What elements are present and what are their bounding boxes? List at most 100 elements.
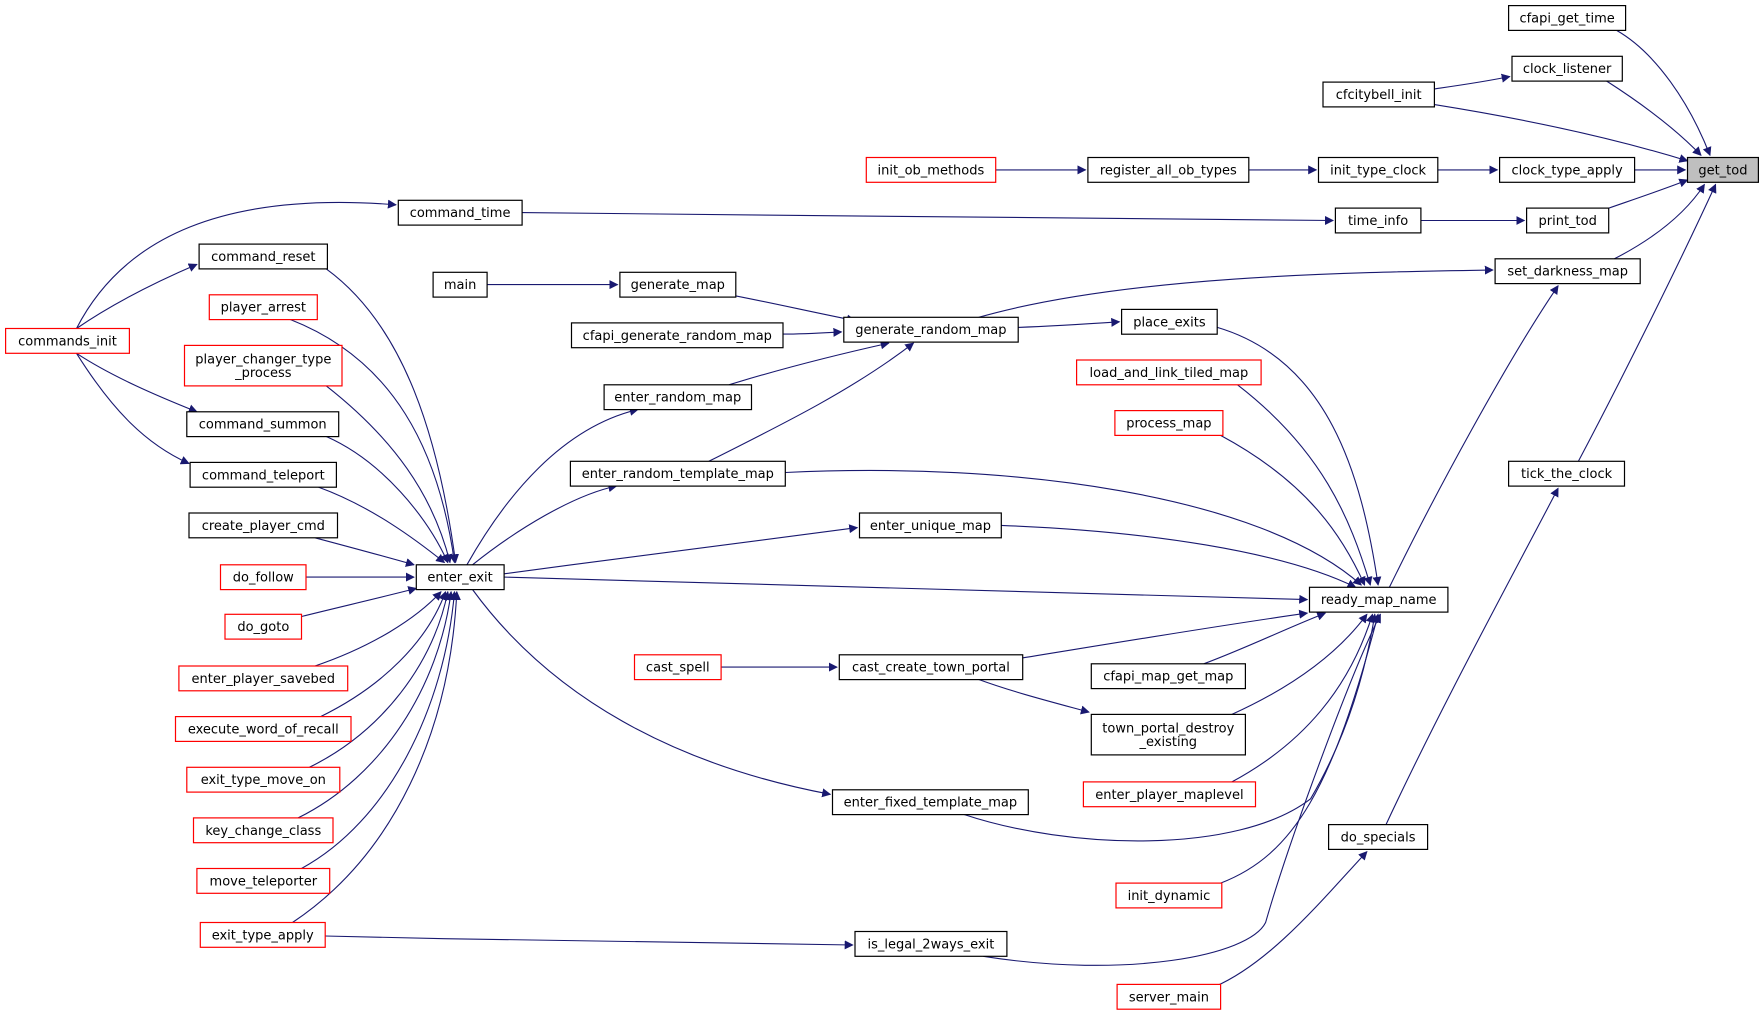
- node-command-reset[interactable]: command_reset: [198, 243, 329, 270]
- node-label: do_follow: [233, 571, 294, 586]
- node-print-tod[interactable]: print_tod: [1525, 207, 1610, 234]
- node-player-changer-type-process[interactable]: player_changer_type_process: [183, 344, 343, 387]
- node-box: [1686, 156, 1760, 183]
- node-box: [1087, 156, 1250, 183]
- edge-enter_exit-to-enter_random_template_map: [472, 483, 618, 566]
- edge-commands_init-to-command_summon: [76, 352, 198, 413]
- node-label: print_tod: [1539, 214, 1597, 229]
- node-label: enter_random_map: [614, 391, 741, 406]
- node-command-summon[interactable]: command_summon: [186, 411, 340, 438]
- node-town-portal-destroy-existing[interactable]: town_portal_destroy_existing: [1090, 713, 1247, 756]
- node-box: [199, 921, 326, 948]
- node-clock-type-apply[interactable]: clock_type_apply: [1498, 156, 1636, 183]
- edge-generate_random_map-to-place_exits: [1018, 317, 1121, 328]
- node-enter-player-maplevel[interactable]: enter_player_maplevel: [1082, 781, 1257, 808]
- node-box: [1494, 258, 1641, 285]
- node-command-teleport[interactable]: command_teleport: [189, 461, 338, 488]
- node-enter-fixed-template-map[interactable]: enter_fixed_template_map: [831, 789, 1029, 816]
- node-box: [1525, 207, 1610, 234]
- node-cast-spell[interactable]: cast_spell: [633, 654, 722, 681]
- node-enter-player-savebed[interactable]: enter_player_savebed: [178, 665, 349, 692]
- node-label: _process: [234, 366, 292, 381]
- node-register-all-ob-types[interactable]: register_all_ob_types: [1087, 156, 1250, 183]
- node-main[interactable]: main: [432, 271, 488, 298]
- edge-exit_type_apply-to-is_legal_2ways_exit: [325, 935, 854, 950]
- node-cast-create-town-portal[interactable]: cast_create_town_portal: [838, 654, 1024, 681]
- node-box: [865, 156, 997, 183]
- node-player-arrest[interactable]: player_arrest: [208, 294, 318, 321]
- node-box: [570, 322, 784, 349]
- node-box: [831, 789, 1029, 816]
- node-time-info[interactable]: time_info: [1334, 207, 1422, 234]
- node-box: [1090, 663, 1247, 690]
- node-load-and-link-tiled-map[interactable]: load_and_link_tiled_map: [1075, 359, 1262, 386]
- node-commands-init[interactable]: commands_init: [4, 327, 131, 354]
- node-generate-random-map[interactable]: generate_random_map: [843, 316, 1019, 343]
- node-init-dynamic[interactable]: init_dynamic: [1115, 882, 1223, 909]
- node-box: [1322, 81, 1436, 108]
- edge-commands_init-to-command_reset: [76, 263, 198, 329]
- node-do-goto[interactable]: do_goto: [224, 613, 303, 640]
- node-label: cfapi_map_get_map: [1103, 670, 1233, 685]
- node-box: [397, 199, 523, 226]
- node-cfcitybell-init[interactable]: cfcitybell_init: [1322, 81, 1436, 108]
- node-box: [1498, 156, 1636, 183]
- edge-move_teleporter-to-enter_exit: [301, 590, 459, 869]
- node-process-map[interactable]: process_map: [1114, 410, 1224, 437]
- edge-enter_fixed_template_map-to-ready_map_name: [963, 613, 1378, 842]
- edge-cfapi_generate_random_map-to-generate_random_map: [782, 327, 843, 337]
- node-box: [1308, 586, 1449, 613]
- node-execute-word-of-recall[interactable]: execute_word_of_recall: [174, 715, 352, 742]
- node-init-ob-methods[interactable]: init_ob_methods: [865, 156, 997, 183]
- node-label: enter_random_template_map: [582, 467, 774, 482]
- node-do-follow[interactable]: do_follow: [219, 564, 307, 591]
- node-tick-the-clock[interactable]: tick_the_clock: [1507, 460, 1626, 487]
- node-box: [1511, 55, 1623, 82]
- node-ready-map-name[interactable]: ready_map_name: [1308, 586, 1449, 613]
- node-exit-type-apply[interactable]: exit_type_apply: [199, 921, 326, 948]
- node-enter-unique-map[interactable]: enter_unique_map: [858, 512, 1002, 539]
- node-do-specials[interactable]: do_specials: [1327, 823, 1429, 850]
- node-cfapi-generate-random-map[interactable]: cfapi_generate_random_map: [570, 322, 784, 349]
- node-cfapi-map-get-map[interactable]: cfapi_map_get_map: [1090, 663, 1247, 690]
- node-box: [192, 817, 334, 844]
- node-create-player-cmd[interactable]: create_player_cmd: [188, 512, 339, 539]
- node-label: set_darkness_map: [1507, 265, 1628, 280]
- edge-command_reset-to-enter_exit: [325, 268, 459, 564]
- node-clock-listener[interactable]: clock_listener: [1511, 55, 1623, 82]
- edge-enter_random_map-to-generate_random_map: [728, 340, 890, 386]
- edge-place_exits-to-ready_map_name: [1217, 326, 1382, 586]
- node-key-change-class[interactable]: key_change_class: [192, 817, 334, 844]
- edge-execute_word_of_recall-to-enter_exit: [320, 590, 447, 718]
- node-label: enter_player_maplevel: [1095, 788, 1243, 803]
- node-enter-random-template-map[interactable]: enter_random_template_map: [569, 460, 786, 487]
- node-enter-exit[interactable]: enter_exit: [415, 564, 505, 591]
- node-label: cfapi_get_time: [1519, 12, 1614, 27]
- node-is-legal-2ways-exit[interactable]: is_legal_2ways_exit: [854, 930, 1008, 957]
- node-cfapi-get-time[interactable]: cfapi_get_time: [1507, 4, 1627, 31]
- node-move-teleporter[interactable]: move_teleporter: [196, 867, 331, 894]
- node-command-time[interactable]: command_time: [397, 199, 523, 226]
- node-box: [174, 715, 352, 742]
- node-label: do_specials: [1341, 831, 1416, 846]
- node-box: [1327, 823, 1429, 850]
- node-exit-type-move-on[interactable]: exit_type_move_on: [186, 766, 341, 793]
- node-label: execute_word_of_recall: [188, 723, 339, 738]
- node-label: generate_random_map: [855, 323, 1006, 338]
- node-enter-random-map[interactable]: enter_random_map: [603, 384, 753, 411]
- node-label: town_portal_destroy: [1102, 721, 1234, 736]
- edge-do_specials-to-tick_the_clock: [1385, 487, 1559, 825]
- node-init-type-clock[interactable]: init_type_clock: [1317, 156, 1439, 183]
- node-place-exits[interactable]: place_exits: [1120, 308, 1218, 335]
- node-label: do_goto: [237, 620, 289, 635]
- node-box: [858, 512, 1002, 539]
- edge-enter_exit-to-enter_fixed_template_map: [472, 589, 832, 798]
- node-box: [1075, 359, 1262, 386]
- node-server-main[interactable]: server_main: [1116, 983, 1222, 1010]
- node-generate-map[interactable]: generate_map: [619, 271, 737, 298]
- node-get-tod[interactable]: get_tod: [1686, 156, 1760, 183]
- node-set-darkness-map[interactable]: set_darkness_map: [1494, 258, 1641, 285]
- edge-command_summon-to-enter_exit: [326, 435, 449, 564]
- node-box: [219, 564, 307, 591]
